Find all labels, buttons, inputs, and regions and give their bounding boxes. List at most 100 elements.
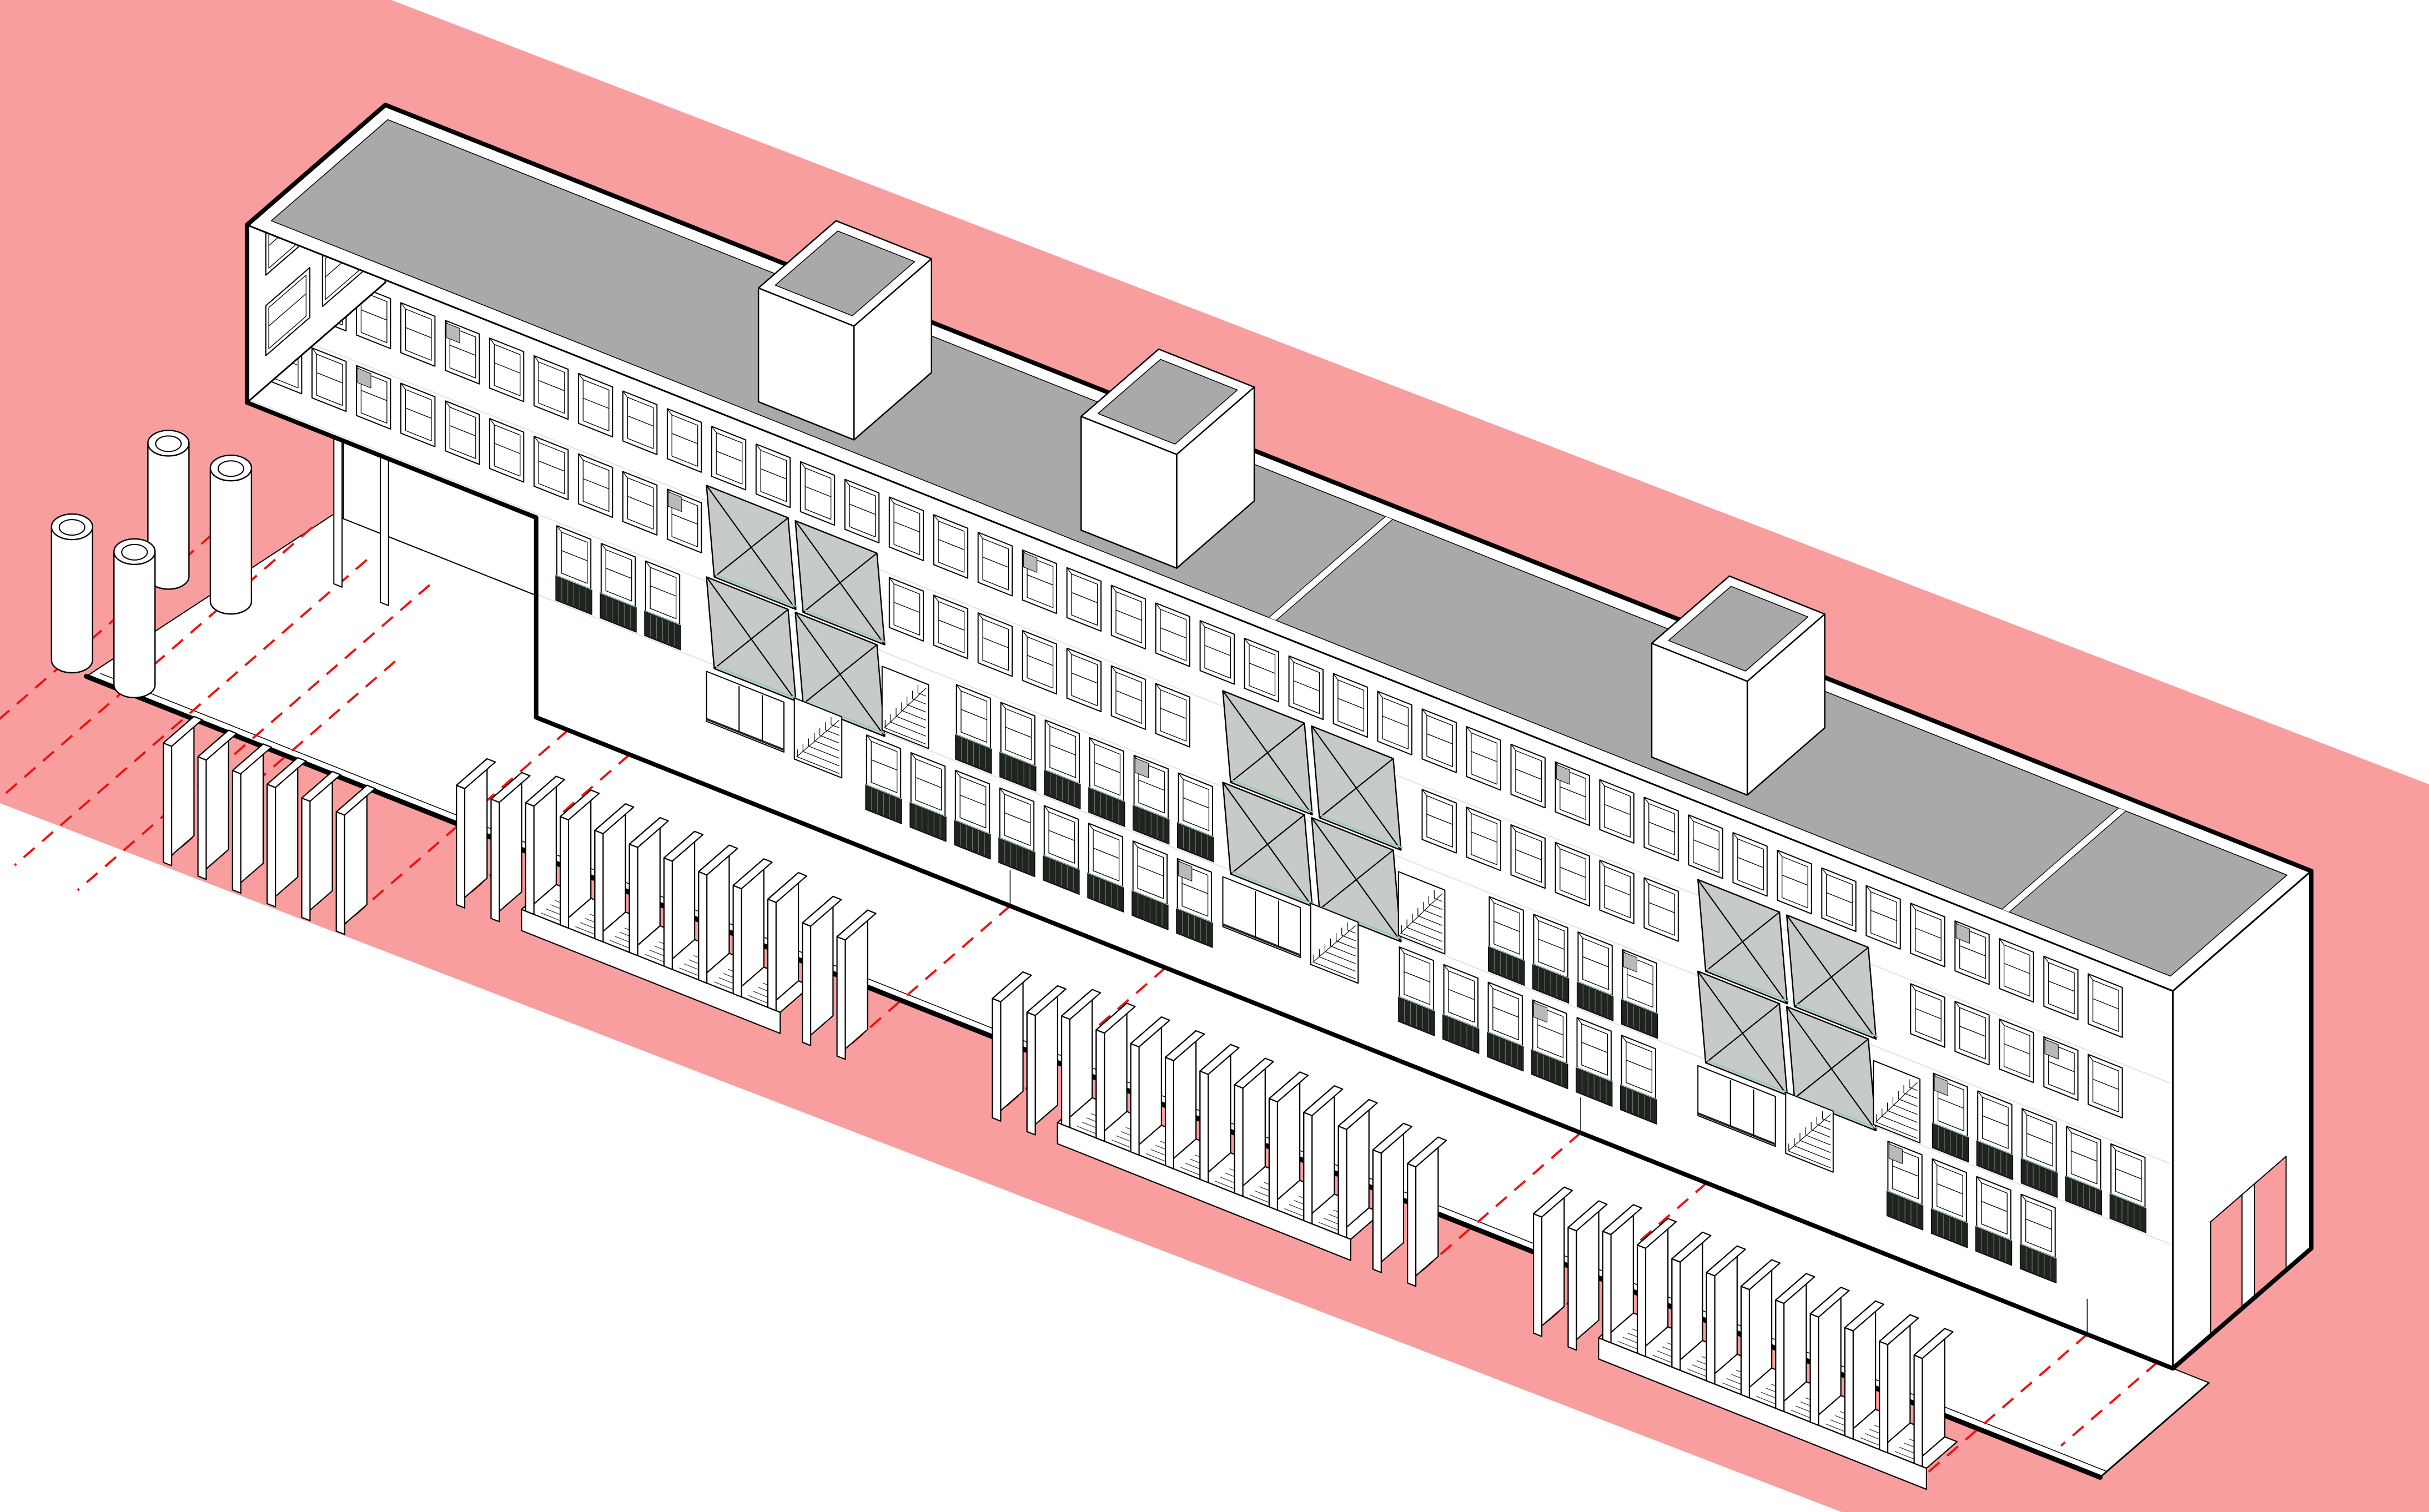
window [1887,1141,1923,1206]
window [1332,673,1368,738]
projection-line [837,905,1011,1056]
window [556,525,592,590]
window [666,488,702,553]
stair-loggia-2 [1222,871,1446,984]
fin [594,803,635,943]
window [1487,981,1523,1047]
louver-balustrade [865,784,902,824]
fin [560,789,600,929]
vent-panel [1533,1002,1548,1023]
louver-balustrade [1398,996,1435,1036]
x-brace-panel [1222,690,1314,816]
silhouette [244,103,2314,1371]
window [1732,832,1768,897]
window [1621,1035,1656,1100]
vent-panel [1178,861,1193,881]
louver-balustrade [600,592,637,633]
window [1777,849,1812,915]
fin [1671,1231,1712,1371]
fin [836,909,877,1060]
louver-balustrade [2109,1193,2146,1233]
louver-balustrade [1576,981,1614,1021]
x-brace-panel [706,485,798,611]
louver-balustrade [1532,963,1570,1004]
window [1643,797,1679,861]
window [1532,999,1567,1064]
fin [1637,1218,1677,1357]
window [645,560,681,626]
window [1510,824,1546,889]
fin [732,858,773,998]
louver-balustrade [1487,1031,1524,1072]
vent-panel [1556,764,1570,785]
window [2043,1036,2079,1101]
fin [663,830,704,970]
vent-panel [668,491,682,512]
pilotis-cylinder [147,430,190,590]
louver-balustrade [998,837,1035,878]
louver-balustrade [1621,999,1658,1039]
fin [232,743,272,894]
window [799,461,836,526]
window [2110,1143,2146,1208]
window [1399,946,1434,1011]
window [1555,761,1590,826]
fin [1879,1314,1919,1454]
window [1643,877,1679,942]
fin [992,971,1032,1122]
window [1244,638,1279,703]
louver-balustrade [1044,769,1081,809]
louver-balustrade [555,574,592,615]
fin [1533,1186,1573,1337]
fin [1567,1200,1608,1351]
window [2043,955,2079,1021]
louver-balustrade [1975,1226,2013,1266]
projection-line [993,966,1166,1118]
fin [1095,1002,1136,1142]
window [1932,1158,1967,1223]
fin [628,817,669,956]
window [489,418,525,483]
x-brace-cluster-3 [1697,879,1878,1132]
window-grid-row1 [267,249,2123,1038]
roof-cube-2 [1080,348,1255,569]
window [533,355,569,420]
vent-panel [1135,758,1149,778]
louver-balustrade [1930,1208,1968,1248]
x-brace-cluster-1 [706,485,887,737]
fin [1199,1044,1240,1183]
window [622,471,658,536]
window [489,337,525,402]
vent-panel [1623,952,1637,972]
pilotis-cylinder [209,454,253,615]
louver-balustrade [2065,1175,2102,1216]
end-window [265,266,311,356]
louver-balustrade [2020,1157,2058,1198]
window [1954,1001,1990,1066]
vent-panel [1955,923,1970,944]
window [1178,772,1213,838]
window [1954,920,1990,985]
fin [1061,989,1102,1128]
fin [1407,1136,1447,1287]
window [954,769,990,835]
roof-seam [2001,808,2126,913]
window [977,532,1013,597]
stair-loggia-3 [1697,1060,1921,1173]
fin [525,775,565,915]
projection-line [1914,1333,2088,1484]
window [1110,584,1146,649]
window [1089,737,1124,802]
window [711,426,747,491]
x-brace-panel [794,611,887,737]
window [888,577,924,642]
fin-row-c [992,971,1447,1287]
window [1466,726,1501,791]
louver-balustrade [1176,908,1213,948]
fin [163,715,203,866]
window [977,612,1013,677]
window [999,787,1035,852]
window [1176,858,1213,923]
louver-balustrade [1133,804,1170,845]
